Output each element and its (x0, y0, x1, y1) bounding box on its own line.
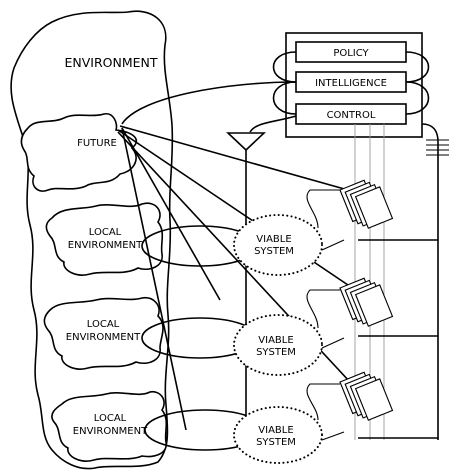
viable-system-boundary (233, 314, 323, 376)
viable-system-label: VIABLE (256, 234, 291, 245)
viable-system-label: VIABLE (258, 425, 293, 436)
management-right-channel (421, 123, 439, 440)
future-ray (121, 127, 221, 301)
local-environment-label: LOCAL (94, 413, 127, 424)
operation-output-arrow (321, 239, 345, 251)
intelligence-environment-loop (121, 81, 297, 125)
environment-label: ENVIRONMENT (64, 55, 157, 70)
future-cloud (20, 113, 138, 192)
viable-system-boundary (233, 406, 323, 464)
management-right-loop (405, 51, 430, 83)
operation-feedback-loop (306, 383, 340, 421)
operation-feedback-loop (306, 189, 340, 229)
local-environment-cloud (45, 202, 164, 276)
management-unit-stack (339, 179, 394, 229)
viable-system-boundary (233, 214, 323, 276)
future-label: FUTURE (77, 138, 117, 149)
control-box (295, 103, 407, 125)
operation-output-arrow (321, 337, 345, 349)
local-environment-label: LOCAL (87, 319, 120, 330)
control-label: CONTROL (327, 110, 376, 121)
environment-cloud (10, 10, 174, 470)
local-environment-label: ENVIRONMENT (68, 240, 143, 251)
future-ray (121, 127, 187, 431)
viable-system-label: SYSTEM (256, 437, 296, 448)
viable-system-label: SYSTEM (256, 347, 296, 358)
policy-label: POLICY (333, 48, 369, 59)
local-environment-label: ENVIRONMENT (66, 332, 141, 343)
management-left-loop (272, 51, 297, 83)
trunk-to-control (249, 115, 297, 133)
management-right-loop (405, 81, 430, 115)
resource-bargain-squiggle (426, 139, 449, 156)
management-unit-stack (339, 277, 394, 327)
management-left-loop (272, 81, 297, 115)
local-environment-label: LOCAL (89, 227, 122, 238)
operation-feedback-loop (306, 289, 340, 329)
policy-box (295, 41, 407, 63)
local-environment-cloud (43, 296, 164, 370)
management-frame (285, 32, 423, 138)
viable-system-label: VIABLE (258, 335, 293, 346)
future-ray (119, 125, 349, 191)
management-unit-stack (339, 371, 394, 421)
central-trunk-antenna (225, 132, 267, 152)
intelligence-label: INTELLIGENCE (315, 78, 387, 89)
local-environment-label: ENVIRONMENT (73, 426, 148, 437)
local-environment-cloud (51, 390, 168, 462)
operation-output-arrow (321, 431, 345, 441)
viable-system-label: SYSTEM (254, 246, 294, 257)
